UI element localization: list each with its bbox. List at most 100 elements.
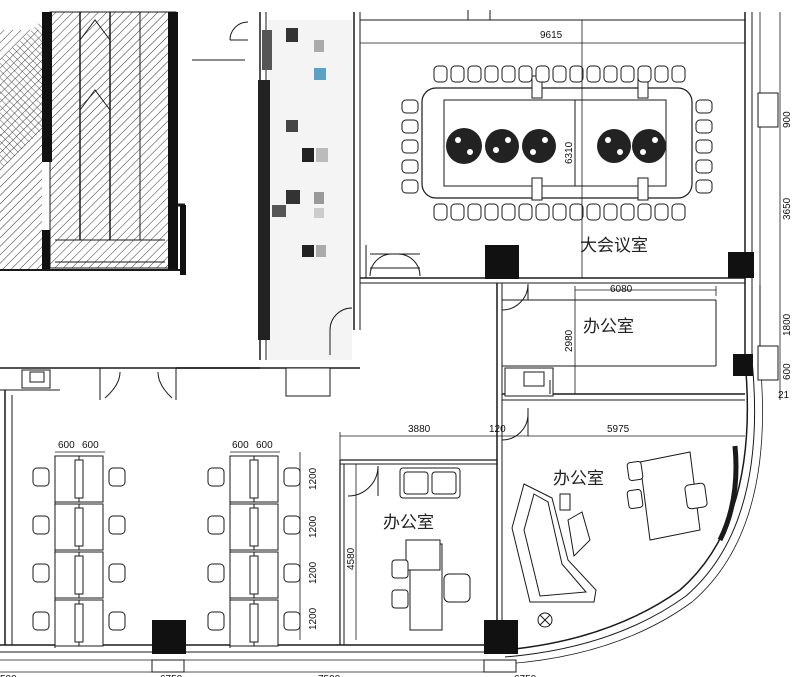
meeting-chair xyxy=(401,99,419,114)
meeting-chair xyxy=(401,119,419,134)
dim-desk-width-a1: 600 xyxy=(58,440,75,451)
dim-table-length: 6310 xyxy=(564,141,575,164)
open-workstations xyxy=(32,455,301,648)
desk-divider xyxy=(74,459,84,499)
desk-divider xyxy=(249,459,259,499)
meeting-chair xyxy=(695,179,713,194)
dim-bottom-mid: 7500 xyxy=(318,674,341,677)
dim-office1-width: 6080 xyxy=(610,284,633,295)
office-chair xyxy=(32,515,50,535)
meeting-chair xyxy=(603,65,618,83)
meeting-chair xyxy=(518,203,533,221)
meeting-chair xyxy=(654,203,669,221)
dim-right-1800: 1800 xyxy=(782,313,793,336)
office-chair xyxy=(207,563,225,583)
meeting-chair xyxy=(501,65,516,83)
meeting-chair xyxy=(620,203,635,221)
meeting-chair xyxy=(603,203,618,221)
meeting-chair xyxy=(586,65,601,83)
office-chair xyxy=(283,611,301,631)
desk-divider xyxy=(249,555,259,595)
meeting-chair xyxy=(535,65,550,83)
dim-bottom-left: 500 xyxy=(0,674,17,677)
office-chair xyxy=(207,611,225,631)
dim-bottom-mid-b: 6750 xyxy=(514,674,537,677)
dim-gap-120: 120 xyxy=(489,424,506,435)
meeting-chair xyxy=(401,159,419,174)
dim-row-a: 1200 xyxy=(308,467,319,490)
dim-right-900: 900 xyxy=(782,111,793,128)
dim-desk-width-a2: 600 xyxy=(82,440,99,451)
meeting-chair xyxy=(586,203,601,221)
dim-office1-height: 2980 xyxy=(564,329,575,352)
desk-divider xyxy=(74,603,84,643)
meeting-chair xyxy=(467,203,482,221)
office-chair xyxy=(283,515,301,535)
meeting-chair xyxy=(569,203,584,221)
office-chair xyxy=(207,515,225,535)
office-chair xyxy=(108,563,126,583)
desk-divider xyxy=(74,555,84,595)
meeting-chair xyxy=(401,139,419,154)
corridor xyxy=(192,12,361,360)
room-label-large-meeting: 大会议室 xyxy=(580,236,648,256)
meeting-chair xyxy=(620,65,635,83)
room-label-office-1: 办公室 xyxy=(583,317,634,337)
dim-right-3650: 3650 xyxy=(782,197,793,220)
office-chair xyxy=(283,563,301,583)
office-chair xyxy=(207,467,225,487)
meeting-chair xyxy=(501,203,516,221)
meeting-chair xyxy=(433,203,448,221)
desk-divider xyxy=(249,507,259,547)
meeting-chair xyxy=(433,65,448,83)
meeting-chair xyxy=(552,203,567,221)
stair-core xyxy=(0,11,186,275)
office-1 xyxy=(496,283,753,640)
meeting-chair xyxy=(450,65,465,83)
dim-right-21: 21 xyxy=(778,390,790,401)
dim-top-width: 9615 xyxy=(540,30,563,41)
dim-desk-width-b1: 600 xyxy=(232,440,249,451)
office-chair xyxy=(283,467,301,487)
dim-row-c: 1200 xyxy=(308,561,319,584)
office-chair xyxy=(108,515,126,535)
meeting-chair xyxy=(671,203,686,221)
meeting-chair xyxy=(637,203,652,221)
office-chair xyxy=(32,467,50,487)
dim-right-600: 600 xyxy=(782,363,793,380)
dim-office2-width: 3880 xyxy=(408,424,431,435)
room-label-office-3: 办公室 xyxy=(553,469,604,489)
meeting-chair xyxy=(467,65,482,83)
office-chair xyxy=(32,611,50,631)
meeting-chair xyxy=(518,65,533,83)
meeting-chair xyxy=(484,203,499,221)
meeting-chair xyxy=(637,65,652,83)
large-meeting-room xyxy=(365,65,754,279)
meeting-chair xyxy=(695,139,713,154)
meeting-chair xyxy=(695,159,713,174)
meeting-chair xyxy=(654,65,669,83)
meeting-chairs xyxy=(401,65,713,221)
dim-office2-height: 4580 xyxy=(346,547,357,570)
meeting-chair xyxy=(569,65,584,83)
room-label-office-2: 办公室 xyxy=(383,513,434,533)
meeting-chair xyxy=(671,65,686,83)
meeting-chair xyxy=(695,99,713,114)
meeting-chair xyxy=(484,65,499,83)
dim-row-d: 1200 xyxy=(308,607,319,630)
dim-bottom-mid-a: 6750 xyxy=(160,674,183,677)
meeting-chair xyxy=(535,203,550,221)
meeting-chair xyxy=(401,179,419,194)
dim-office3-width: 5975 xyxy=(607,424,630,435)
dim-desk-width-b2: 600 xyxy=(256,440,273,451)
perimeter-walls xyxy=(0,10,779,673)
office-chair xyxy=(108,611,126,631)
dim-row-b: 1200 xyxy=(308,515,319,538)
meeting-chair xyxy=(552,65,567,83)
desk-divider xyxy=(249,603,259,643)
office-2 xyxy=(152,408,529,654)
office-chair xyxy=(108,467,126,487)
meeting-chair xyxy=(695,119,713,134)
office-chair xyxy=(32,563,50,583)
